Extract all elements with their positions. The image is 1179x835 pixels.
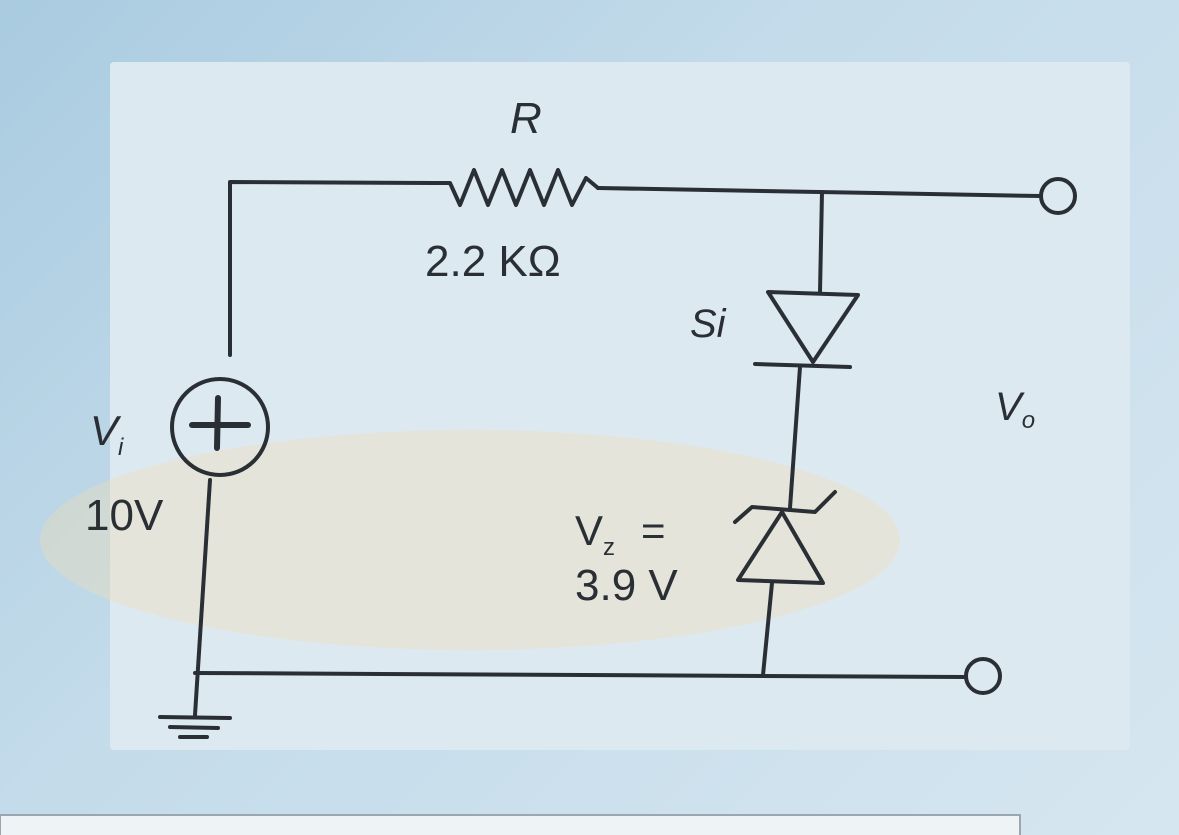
- source-value-label: 10V: [85, 491, 164, 540]
- output-name-subscript: o: [1022, 407, 1035, 434]
- output-voltage-label: Vo: [995, 385, 1035, 434]
- zener-voltage-label: Vz =: [575, 507, 666, 561]
- output-terminal-top[interactable]: [1039, 177, 1077, 215]
- ground-icon: [158, 715, 232, 739]
- source-name: V: [90, 407, 122, 454]
- wire-diode-to-zener: [788, 365, 802, 510]
- wire-top-left: [228, 180, 437, 357]
- wire-branch-top: [818, 190, 824, 294]
- si-diode-bar: [753, 362, 852, 369]
- zener-label-eq: =: [641, 507, 666, 554]
- diagram-sheet: [110, 62, 1130, 750]
- source-name-label: Vi: [90, 407, 124, 461]
- si-diode-symbol: [766, 290, 860, 364]
- zener-voltage-value: 3.9 V: [575, 561, 678, 610]
- resistor-symbol-label: R: [510, 94, 542, 143]
- zener-label-sub: z: [603, 534, 615, 561]
- zener-diode-symbol: [736, 510, 825, 585]
- wire-source-to-ground: [193, 478, 212, 717]
- wire-zener-to-bottom: [761, 581, 774, 677]
- wire-top-right: [596, 186, 1042, 198]
- resistor-symbol: [433, 168, 600, 207]
- voltage-source-symbol: [170, 377, 270, 477]
- output-terminal-bottom[interactable]: [964, 657, 1002, 695]
- zener-bar: [733, 490, 837, 524]
- page-bottom-edge: [0, 814, 1021, 835]
- output-name: V: [995, 385, 1025, 429]
- zener-label-v: V: [575, 507, 603, 554]
- wire-bottom: [193, 671, 967, 679]
- resistor-value-label: 2.2 KΩ: [425, 237, 561, 286]
- source-name-subscript: i: [118, 434, 124, 461]
- plus-icon-vertical: [214, 395, 221, 451]
- si-diode-label: Si: [690, 302, 727, 346]
- glare-reflection: [40, 430, 900, 650]
